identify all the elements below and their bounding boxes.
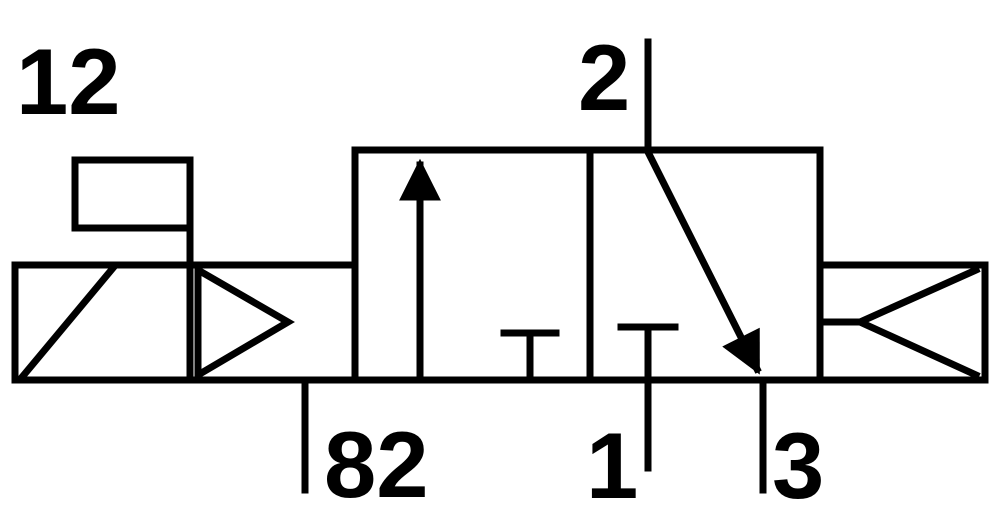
port-label-1: 1 [586,413,638,518]
spring-chevron-icon [851,265,981,380]
pilot-triangle-icon [194,263,295,382]
solenoid-diagonal [18,263,118,381]
port-label-82: 82 [324,412,429,517]
port-labels: 12 2 82 1 3 [16,25,824,518]
port-label-3: 3 [772,413,824,518]
port-label-12: 12 [16,29,121,134]
diagram-strokes [11,38,989,494]
pilot-box [186,261,359,384]
flow-arrow-diagonal [643,147,762,375]
port-label-2: 2 [578,25,630,130]
